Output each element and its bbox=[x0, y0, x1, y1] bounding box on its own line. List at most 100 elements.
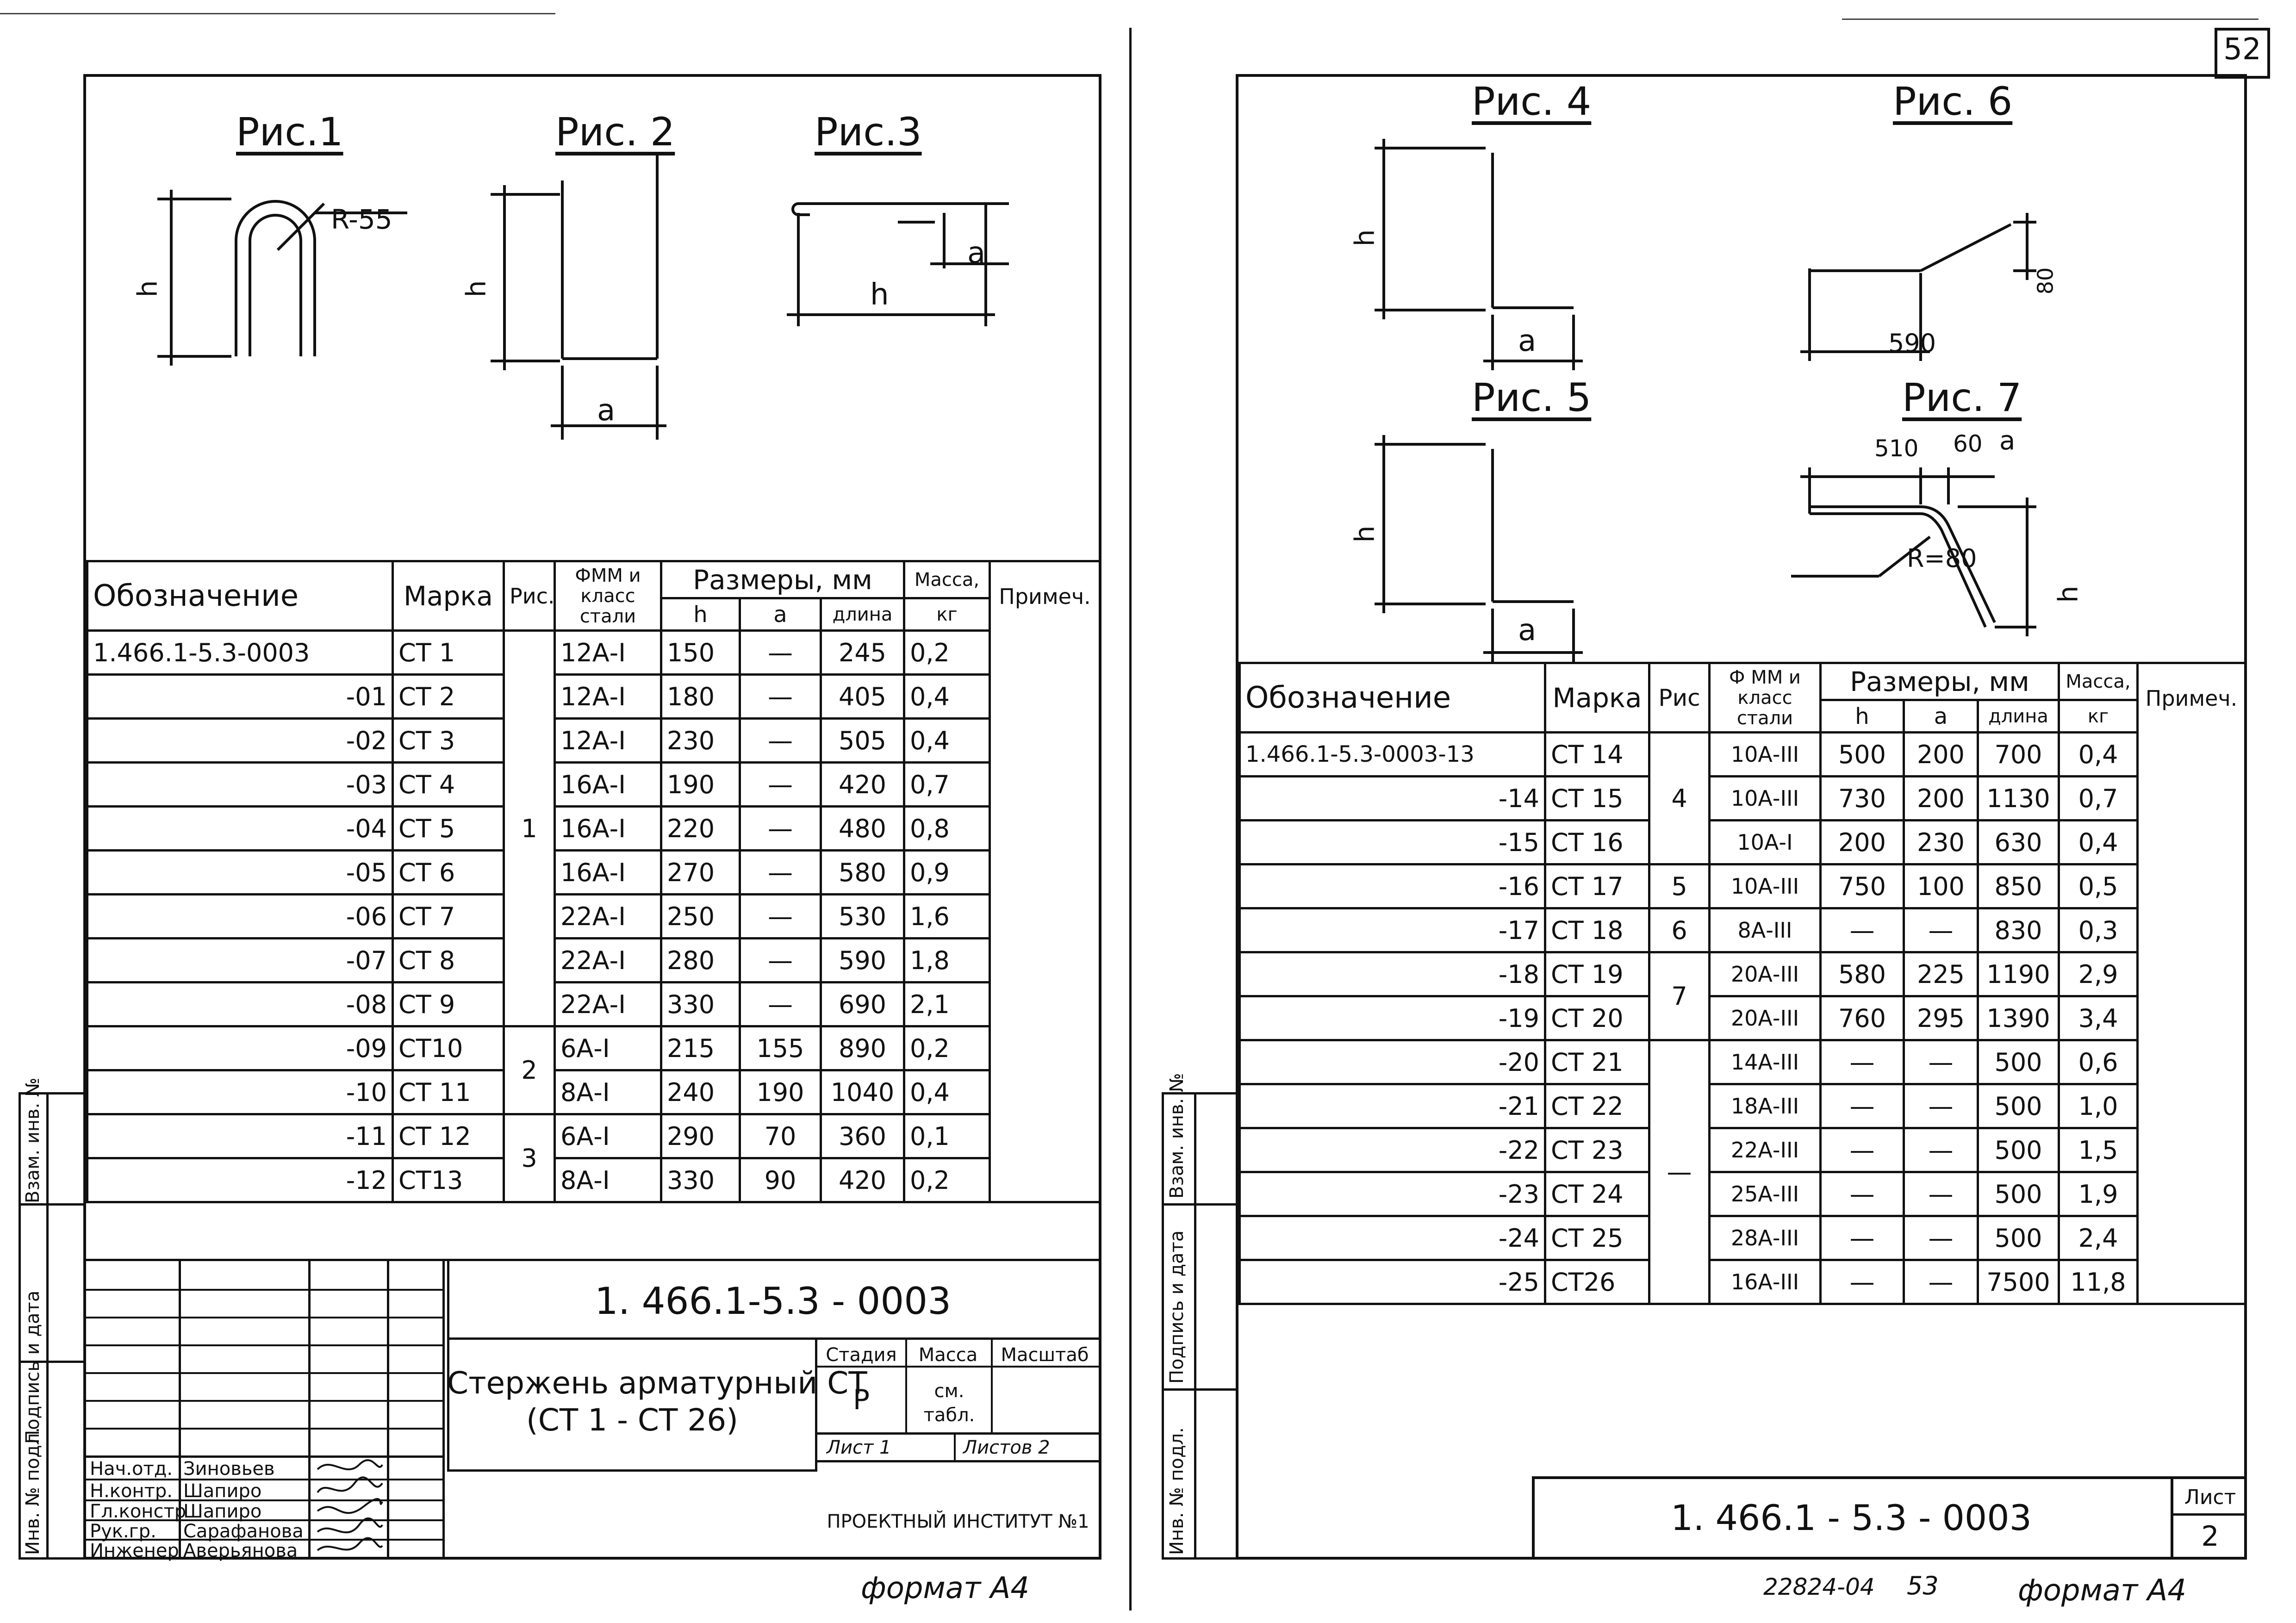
right-side-strip bbox=[1162, 1092, 1236, 1560]
right-doc-code: 1. 466.1 - 5.3 - 0003 bbox=[1670, 1497, 2032, 1538]
left-figures-drawing bbox=[157, 153, 1009, 440]
col-a: a bbox=[1903, 699, 1979, 734]
col-h: h bbox=[1819, 699, 1905, 734]
left-side-strip bbox=[19, 1092, 83, 1560]
fig7-radius-label: R=80 bbox=[1907, 544, 1977, 573]
right-title-block bbox=[1532, 1476, 2247, 1560]
right-frame bbox=[1236, 74, 2247, 1560]
fig5-a-label: a bbox=[1518, 613, 1537, 647]
fig3-a-label: a bbox=[967, 236, 986, 270]
fig1-radius-label: R-55 bbox=[331, 204, 392, 235]
fig6-590-label: 590 bbox=[1888, 329, 1936, 358]
left-title-line1: Стержень арматурный СТ bbox=[447, 1365, 867, 1401]
page-number-box bbox=[2215, 28, 2270, 79]
left-sheet: Инв. № подл. Подпись и дата Взам. инв. №… bbox=[0, 0, 1134, 1623]
fig7-title: Рис. 7 bbox=[1902, 375, 2022, 420]
fig2-h-label: h bbox=[460, 280, 492, 298]
sheet-label: Лист 1 bbox=[827, 1437, 891, 1458]
role-name: Аверьянова bbox=[183, 1540, 298, 1561]
stage-label: Стадия bbox=[826, 1344, 897, 1366]
side-label-replace: Взам. инв. № bbox=[22, 1077, 44, 1203]
fig4-h-label: h bbox=[1349, 229, 1381, 247]
stage-value: Р bbox=[852, 1384, 870, 1416]
col-fig: Рис. bbox=[503, 560, 556, 632]
role-label: Гл.констр bbox=[90, 1501, 187, 1522]
col-fig: Рис bbox=[1648, 662, 1711, 734]
left-format-label: формат А4 bbox=[861, 1571, 1030, 1605]
sheets-label: Листов 2 bbox=[963, 1437, 1050, 1458]
fig7-60-label: 60 bbox=[1953, 430, 1983, 457]
right-sheet: 52 Инв. № подл. Подпись и дата Взам. инв… bbox=[1148, 0, 2296, 1623]
right-spec-table: Обозначение Марка Рис Ф ММ и класс стали… bbox=[1238, 662, 2247, 1305]
side-label-sign: Подпись и дата bbox=[1166, 1230, 1188, 1384]
scale-label: Масштаб bbox=[1001, 1344, 1089, 1366]
col-length: длина bbox=[819, 597, 906, 632]
fig7-510-label: 510 bbox=[1874, 435, 1919, 462]
col-note: Примеч. bbox=[2136, 662, 2247, 733]
side-label-inv: Инв. № подл. bbox=[22, 1427, 44, 1555]
org-name: ПРОЕКТНЫЙ ИНСТИТУТ №1 bbox=[827, 1511, 1089, 1532]
side-label-sign: Подпись и дата bbox=[22, 1290, 44, 1444]
fig1-title: Рис.1 bbox=[236, 109, 343, 155]
col-mass: Масса, bbox=[2058, 662, 2139, 701]
fig2-a-label: a bbox=[597, 393, 616, 428]
fig7-a-label: a bbox=[1999, 426, 2016, 456]
role-label: Инженер bbox=[90, 1540, 179, 1561]
left-frame bbox=[83, 74, 1101, 1560]
mass-label: Масса bbox=[918, 1344, 978, 1366]
page-number: 52 bbox=[2223, 32, 2261, 67]
col-designation: Обозначение bbox=[1238, 662, 1546, 734]
role-label: Н.контр. bbox=[90, 1480, 173, 1502]
col-length: длина bbox=[1976, 699, 2060, 734]
col-mass-unit: кг bbox=[2058, 699, 2139, 734]
sheet-number: 2 bbox=[2201, 1520, 2219, 1553]
side-label-inv: Инв. № подл. bbox=[1166, 1427, 1188, 1555]
fig4-a-label: a bbox=[1518, 324, 1537, 358]
right-format-label: формат А4 bbox=[2018, 1573, 2187, 1608]
fig1-h-label: h bbox=[131, 280, 163, 298]
role-name: Шапиро bbox=[183, 1480, 262, 1502]
fig5-title: Рис. 5 bbox=[1472, 375, 1592, 420]
left-title-line2: (СТ 1 - СТ 26) bbox=[526, 1402, 738, 1438]
fig6-title: Рис. 6 bbox=[1893, 79, 2013, 124]
fig5-h-label: h bbox=[1349, 525, 1381, 543]
col-sizes: Размеры, мм bbox=[660, 560, 906, 599]
footer-page: 53 bbox=[1907, 1571, 1939, 1600]
role-name: Шапиро bbox=[183, 1501, 262, 1522]
col-designation: Обозначение bbox=[86, 560, 394, 632]
col-sizes: Размеры, мм bbox=[1819, 662, 2060, 701]
fig2-title: Рис. 2 bbox=[555, 109, 675, 155]
left-title-block: Нач.отд. Зиновьев Н.контр. Шапиро Гл.кон… bbox=[86, 1259, 1099, 1561]
col-mark: Марка bbox=[392, 560, 505, 632]
fig7-h-label: h bbox=[2052, 585, 2084, 603]
col-diameter: ФММ и класс стали bbox=[554, 560, 662, 632]
sheet-divider bbox=[1129, 28, 1132, 1611]
fig3-h-label: h bbox=[870, 278, 889, 312]
role-name: Зиновьев bbox=[183, 1458, 275, 1480]
role-label: Нач.отд. bbox=[90, 1458, 173, 1480]
left-spec-table: Обозначение Марка Рис. ФММ и класс стали… bbox=[86, 560, 1101, 1203]
col-mass: Масса, bbox=[903, 560, 991, 599]
left-doc-code: 1. 466.1-5.3 - 0003 bbox=[594, 1280, 952, 1323]
col-a: a bbox=[739, 597, 822, 632]
role-label: Рук.гр. bbox=[90, 1521, 156, 1542]
col-note: Примеч. bbox=[989, 560, 1101, 631]
col-mass-unit: кг bbox=[903, 597, 991, 632]
